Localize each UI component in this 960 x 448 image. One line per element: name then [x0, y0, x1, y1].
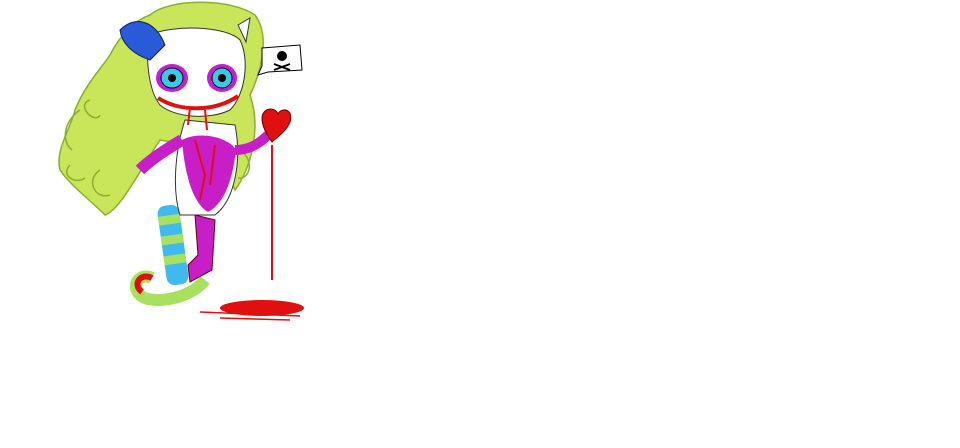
ear	[119, 21, 166, 61]
speech-bubble	[257, 44, 303, 76]
tail	[129, 270, 210, 306]
legs	[157, 204, 216, 286]
heart	[261, 108, 292, 143]
head	[119, 17, 251, 131]
eyes	[156, 64, 237, 92]
grin	[156, 94, 240, 111]
skull-icon	[277, 51, 287, 61]
heart-and-blood	[199, 108, 304, 321]
body	[135, 119, 272, 216]
blood-pool	[220, 300, 304, 316]
